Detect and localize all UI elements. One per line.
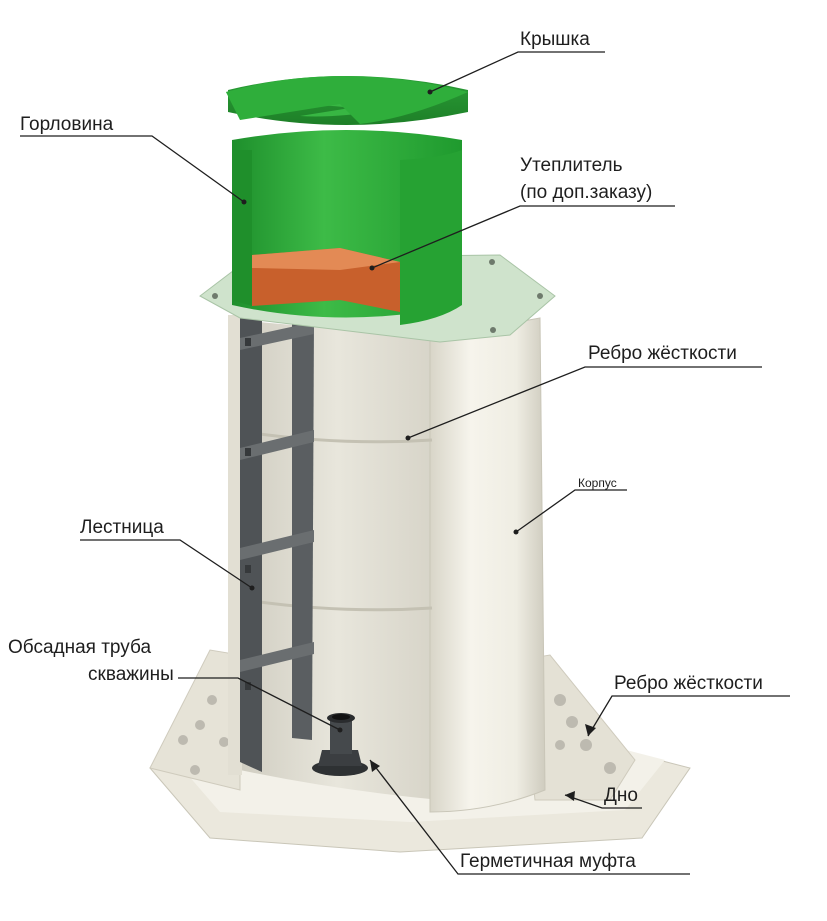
leader-neck <box>20 135 245 203</box>
leader-insulation <box>371 205 675 269</box>
neck-left-front <box>232 150 252 306</box>
label-body: Корпус <box>578 476 617 490</box>
label-bottom: Дно <box>604 785 638 806</box>
leader-bottom <box>564 794 642 809</box>
label-coupling: Герметичная муфта <box>460 851 636 872</box>
label-ladder: Лестница <box>80 517 164 538</box>
leader-casing <box>178 677 341 731</box>
lid <box>226 76 468 125</box>
inner-rib-lower <box>244 598 433 612</box>
leader-lid <box>429 51 605 93</box>
leader-rib-lower <box>587 695 790 737</box>
label-casing-line2: скважины <box>88 664 174 685</box>
insulation-top <box>252 248 400 270</box>
body-left-edge <box>228 315 242 775</box>
label-insulation-line1: Утеплитель <box>520 155 623 176</box>
label-rib-upper: Ребро жёсткости <box>588 343 737 364</box>
right-gusset-holes <box>554 694 616 774</box>
ladder <box>240 318 314 772</box>
label-rib-lower: Ребро жёсткости <box>614 673 763 694</box>
label-lid: Крышка <box>520 29 590 50</box>
leader-body <box>515 489 627 533</box>
label-insulation-line2: (по доп.заказу) <box>520 182 653 203</box>
label-casing-line1: Обсадная труба <box>8 637 152 658</box>
leader-coupling <box>369 759 690 875</box>
leader-rib-upper <box>407 366 762 439</box>
flange-bolts <box>212 259 543 333</box>
leader-ladder <box>80 539 253 589</box>
body-shell <box>429 317 546 813</box>
left-gusset-holes <box>178 695 229 775</box>
casing-pipe <box>312 713 368 776</box>
leader-lines <box>20 51 790 875</box>
neck-front <box>400 150 462 325</box>
leader-arrows <box>241 89 596 801</box>
inner-rib-upper <box>244 430 433 444</box>
label-neck: Горловина <box>20 114 114 135</box>
